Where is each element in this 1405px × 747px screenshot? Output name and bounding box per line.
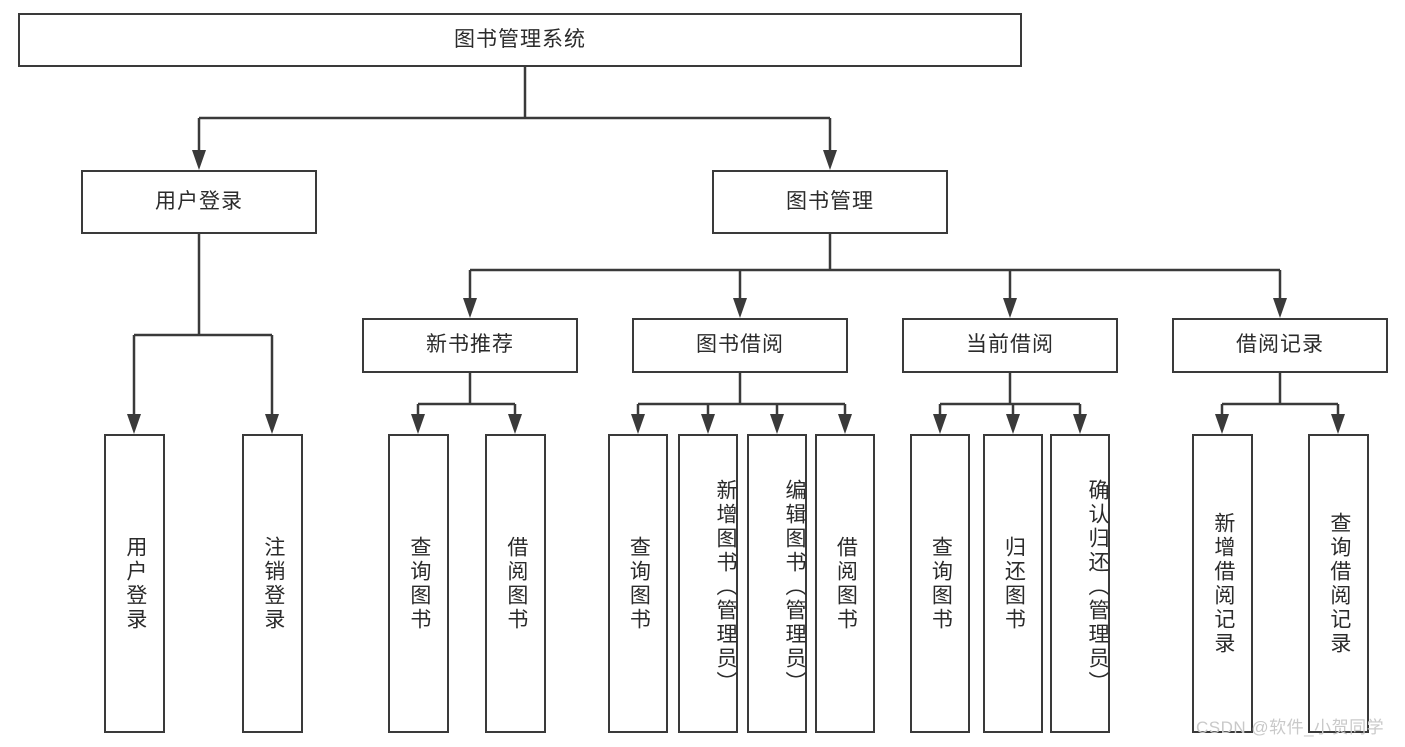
arrowhead-records bbox=[1273, 298, 1287, 318]
arrowhead-leaf-cur-1 bbox=[933, 414, 947, 434]
node-label: 归还图书 bbox=[1002, 535, 1026, 632]
node-root[interactable]: 图书管理系统 bbox=[18, 13, 1022, 67]
node-label: 新书推荐 bbox=[426, 333, 514, 357]
node-leaf-borrow-3[interactable]: 编辑图书（管理员） bbox=[747, 434, 807, 733]
node-label: 编辑图书（管理员） bbox=[783, 478, 806, 695]
node-label: 查询借阅记录 bbox=[1327, 511, 1351, 656]
arrowhead-leaf-cur-2 bbox=[1006, 414, 1020, 434]
node-leaf-cur-1[interactable]: 查询图书 bbox=[910, 434, 970, 733]
csdn-watermark: CSDN @软件_小贺同学 bbox=[1196, 718, 1385, 737]
arrowhead-bookmgmt bbox=[823, 150, 837, 170]
node-leaf-cur-3[interactable]: 确认归还（管理员） bbox=[1050, 434, 1110, 733]
node-leaf-borrow-1[interactable]: 查询图书 bbox=[608, 434, 668, 733]
node-leaf-new-2[interactable]: 借阅图书 bbox=[485, 434, 546, 733]
arrowhead-leaf-cur-3 bbox=[1073, 414, 1087, 434]
node-leaf-new-1[interactable]: 查询图书 bbox=[388, 434, 449, 733]
arrowhead-leaf-login-1 bbox=[127, 414, 141, 434]
arrowhead-leaf-borrow-2 bbox=[701, 414, 715, 434]
arrowhead-leaf-rec-2 bbox=[1331, 414, 1345, 434]
node-label: 确认归还（管理员） bbox=[1086, 478, 1109, 695]
node-records[interactable]: 借阅记录 bbox=[1172, 318, 1388, 373]
node-label: 图书借阅 bbox=[696, 333, 784, 357]
node-label: 用户登录 bbox=[123, 535, 147, 632]
arrowhead-newbook bbox=[463, 298, 477, 318]
node-label: 查询图书 bbox=[627, 535, 651, 632]
node-login[interactable]: 用户登录 bbox=[81, 170, 317, 234]
arrowhead-leaf-rec-1 bbox=[1215, 414, 1229, 434]
node-label: 新增借阅记录 bbox=[1211, 511, 1235, 656]
node-label: 图书管理 bbox=[786, 189, 874, 213]
arrowhead-leaf-borrow-3 bbox=[770, 414, 784, 434]
node-leaf-borrow-2[interactable]: 新增图书（管理员） bbox=[678, 434, 738, 733]
node-label: 图书管理系统 bbox=[454, 27, 586, 51]
node-label: 借阅图书 bbox=[504, 535, 528, 632]
node-newbook[interactable]: 新书推荐 bbox=[362, 318, 578, 373]
node-label: 当前借阅 bbox=[966, 333, 1054, 357]
node-leaf-rec-2[interactable]: 查询借阅记录 bbox=[1308, 434, 1369, 733]
node-label: 注销登录 bbox=[261, 535, 285, 632]
node-current[interactable]: 当前借阅 bbox=[902, 318, 1118, 373]
node-label: 用户登录 bbox=[155, 189, 243, 213]
node-bookmgmt[interactable]: 图书管理 bbox=[712, 170, 948, 234]
node-leaf-borrow-4[interactable]: 借阅图书 bbox=[815, 434, 875, 733]
node-leaf-login-1[interactable]: 用户登录 bbox=[104, 434, 165, 733]
node-label: 查询图书 bbox=[407, 535, 431, 632]
node-borrow[interactable]: 图书借阅 bbox=[632, 318, 848, 373]
node-leaf-rec-1[interactable]: 新增借阅记录 bbox=[1192, 434, 1253, 733]
node-label: 查询图书 bbox=[929, 535, 953, 632]
node-label: 新增图书（管理员） bbox=[714, 478, 737, 695]
arrowhead-current bbox=[1003, 298, 1017, 318]
node-leaf-login-2[interactable]: 注销登录 bbox=[242, 434, 303, 733]
arrowhead-leaf-borrow-4 bbox=[838, 414, 852, 434]
node-label: 借阅记录 bbox=[1236, 333, 1324, 357]
node-leaf-cur-2[interactable]: 归还图书 bbox=[983, 434, 1043, 733]
connector-group bbox=[127, 67, 1345, 434]
arrowhead-leaf-new-1 bbox=[411, 414, 425, 434]
arrowhead-login bbox=[192, 150, 206, 170]
node-label: 借阅图书 bbox=[834, 535, 858, 632]
arrowhead-leaf-borrow-1 bbox=[631, 414, 645, 434]
arrowhead-leaf-login-2 bbox=[265, 414, 279, 434]
arrowhead-leaf-new-2 bbox=[508, 414, 522, 434]
arrowhead-borrow bbox=[733, 298, 747, 318]
